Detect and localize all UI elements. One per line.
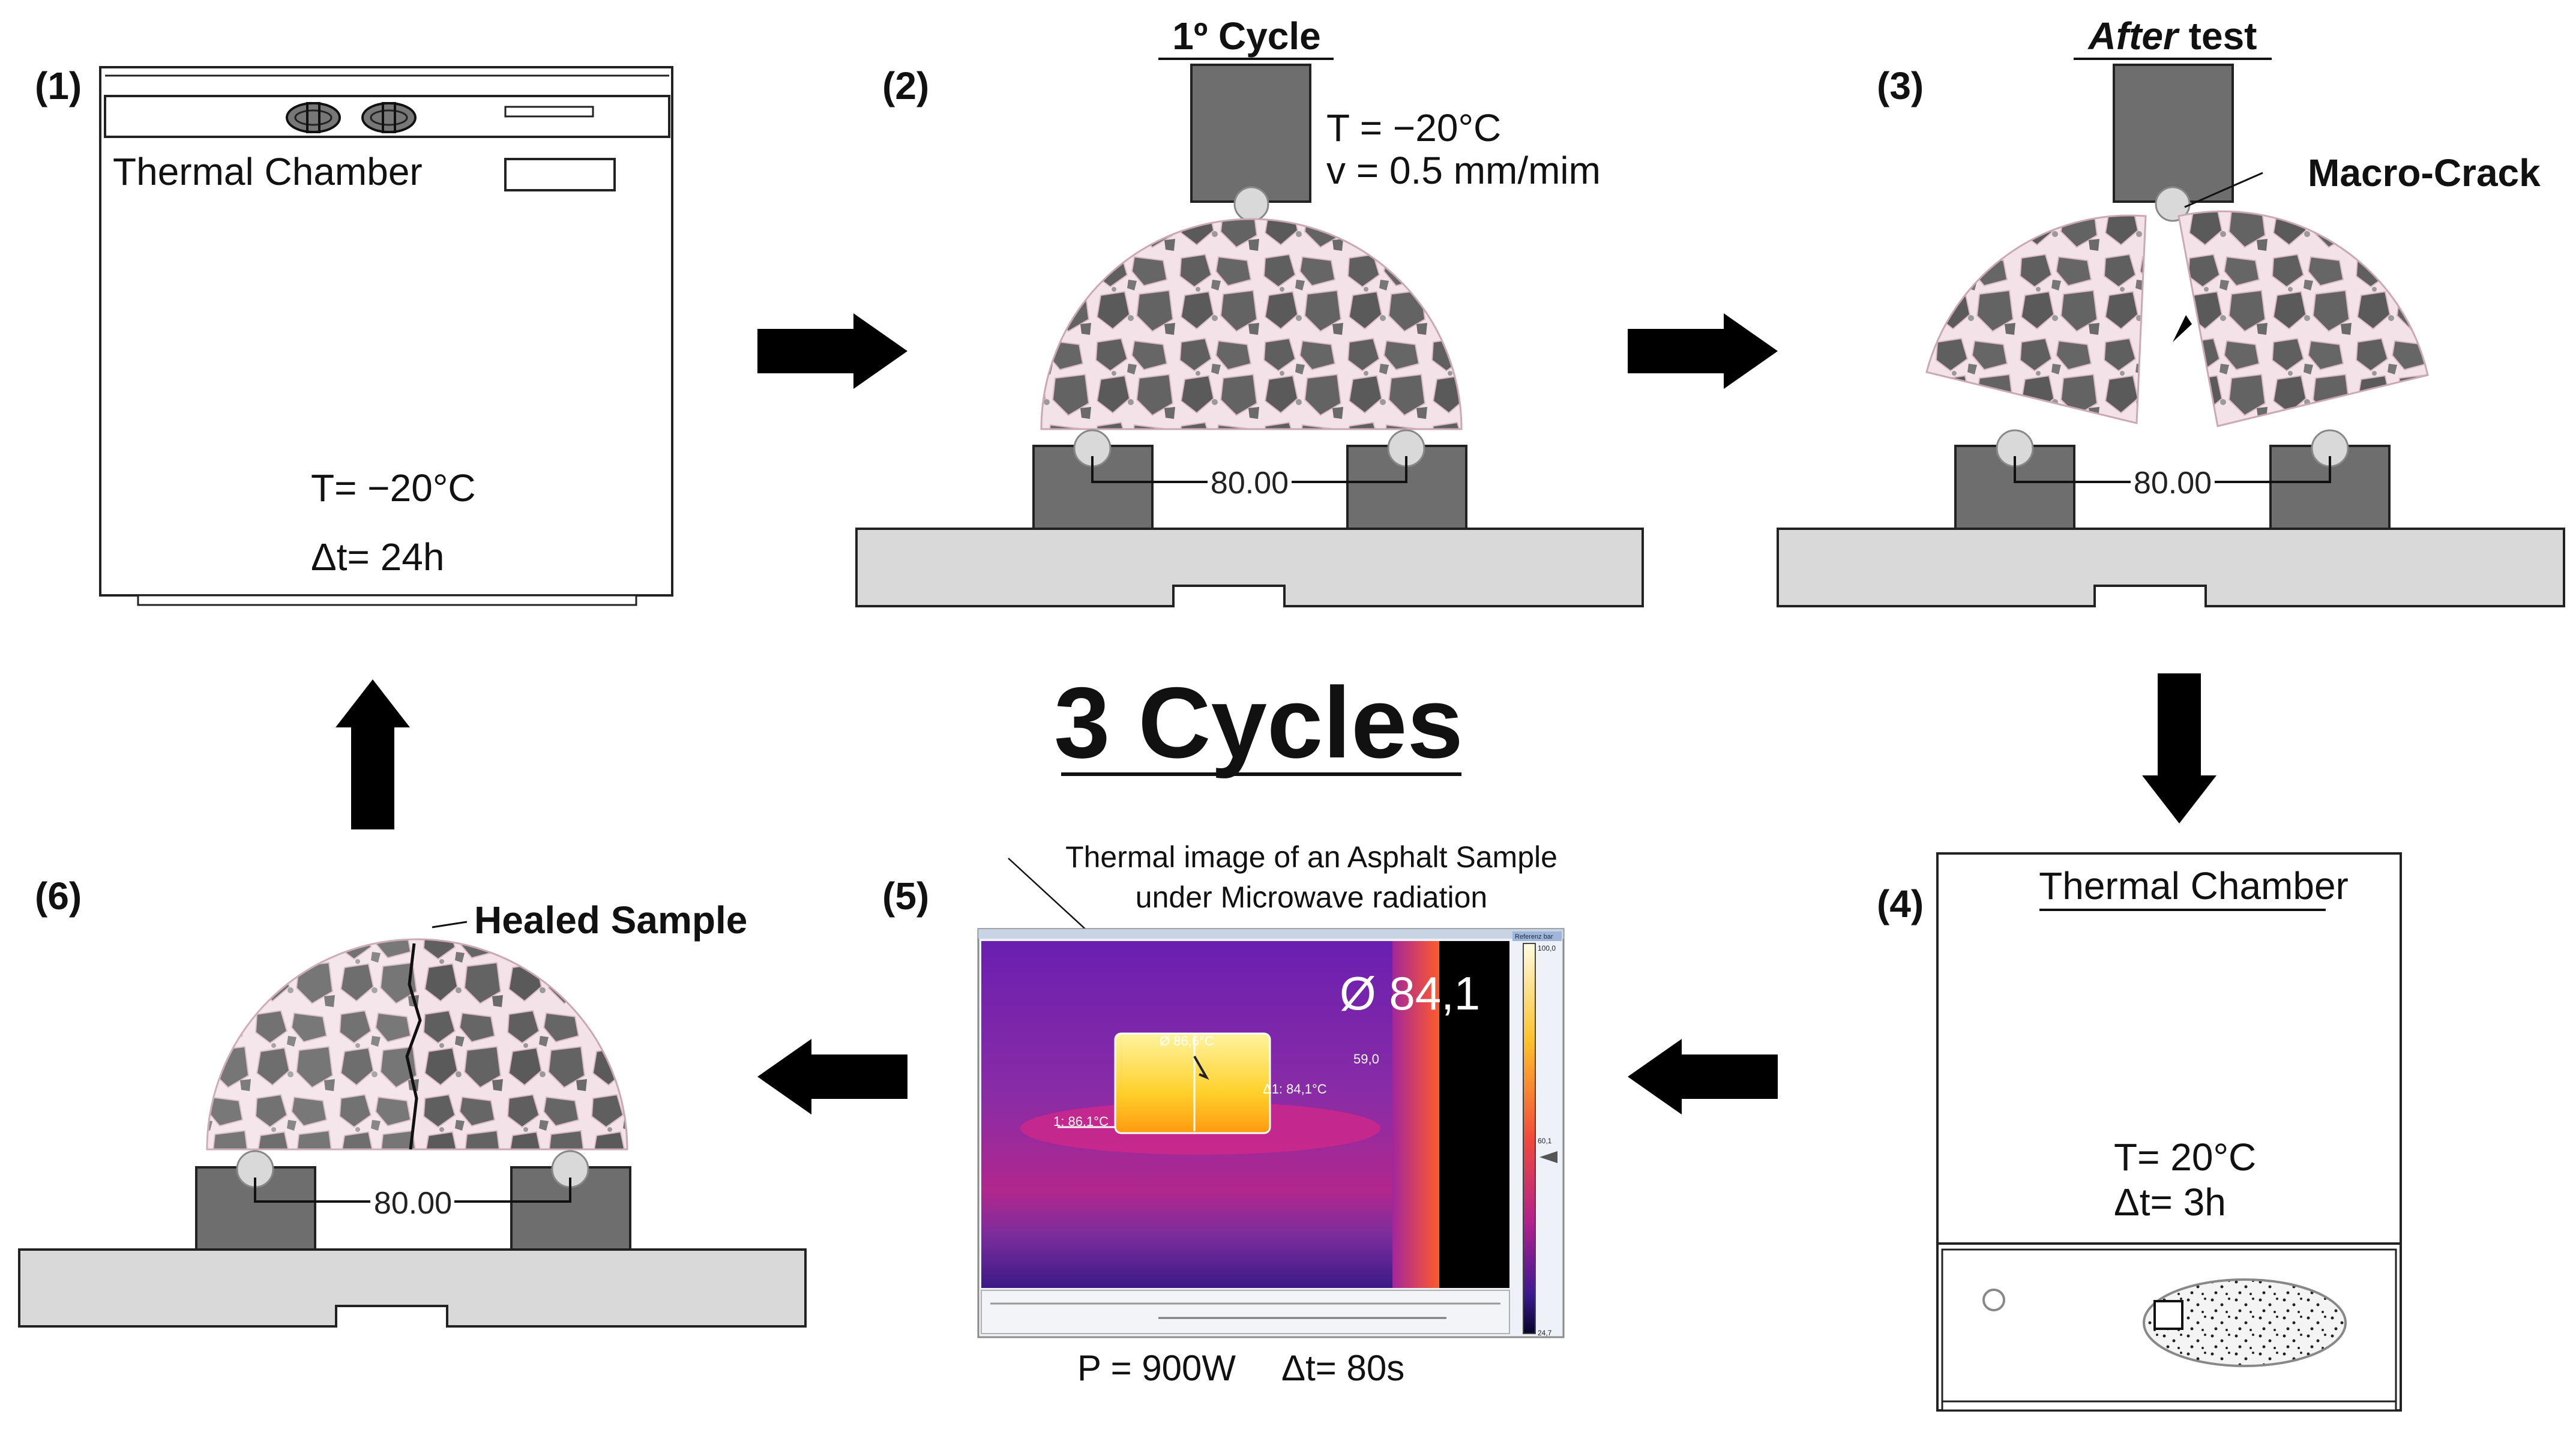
cycles-count-title: 3 Cycles: [1054, 666, 1463, 779]
step-3-span-dimension: 80.00: [2134, 466, 2212, 501]
step-6-span-dimension: 80.00: [374, 1186, 452, 1221]
arrow-up-icon: [336, 679, 410, 829]
power-knob-icon: [1982, 1289, 2005, 1311]
cycles-title: 3 Cycles: [1054, 666, 1463, 779]
thermal-caption-line1: Thermal image of an Asphalt Sample: [1065, 840, 1557, 874]
color-scale-max: 100,0: [1538, 944, 1556, 952]
thermal-max-readout: Ø 84,1: [1340, 967, 1480, 1020]
step-2-label: (2): [882, 64, 929, 107]
thermal-chamber-label: Thermal Chamber: [2039, 864, 2349, 907]
step-1-temperature: T= −20°C: [311, 466, 476, 510]
arrow-right-icon: [757, 313, 907, 389]
thermal-timeline-strip: [981, 1290, 1510, 1334]
arrow-left-icon: [757, 1039, 907, 1115]
crack-pointer: [2173, 315, 2192, 342]
color-scale-mid: 60,1: [1538, 1137, 1552, 1145]
step-4: (4) Thermal Chamber T= 20°C Δt= 3h: [1877, 852, 2402, 1412]
step-2-speed: v = 0.5 mm/mim: [1326, 149, 1601, 192]
step-3-label: (3): [1877, 64, 1924, 107]
step-4-temperature: T= 20°C: [2114, 1136, 2256, 1179]
step-5-label: (5): [882, 874, 929, 918]
thermal-spot-right: Δ1: 84,1°C: [1263, 1082, 1327, 1097]
thermal-spot-left: 1: 86,1°C: [1053, 1114, 1109, 1129]
thermal-spot-top: Ø 86,6°C: [1160, 1033, 1214, 1048]
thermal-chamber-foot: [137, 594, 637, 606]
color-scale-min: 24,7: [1538, 1329, 1552, 1337]
step-3-title: After test: [2087, 14, 2257, 58]
test-base-plate: [855, 528, 1644, 607]
test-base-plate: [1777, 528, 2565, 607]
arrow-left-icon: [1628, 1039, 1778, 1115]
step-1-label: (1): [35, 64, 82, 107]
chamber-switch-icon: [2153, 1300, 2183, 1330]
step-5: (5) Thermal image of an Asphalt Sample u…: [882, 840, 1565, 1388]
step-1: (1) Thermal Chamber T= −20°C Δt= 24h: [35, 64, 673, 606]
chamber-vent-grille: [2143, 1278, 2347, 1367]
step-2-span-dimension: 80.00: [1211, 466, 1289, 501]
thermal-caption-line2: under Microwave radiation: [1136, 880, 1487, 914]
microwave-power: P = 900W: [1077, 1348, 1236, 1388]
step-3: (3) After test Macro-Crack 80.00: [1777, 14, 2565, 607]
color-scale-bar: [1523, 943, 1536, 1334]
chamber-display-panel: [504, 158, 616, 191]
chamber-slot-indicator: [504, 106, 594, 118]
thermal-chamber-label: Thermal Chamber: [113, 150, 423, 193]
step-6-label: (6): [35, 874, 82, 918]
step-2: (2) 1º Cycle T = −20°C v = 0.5 mm/mim 80…: [855, 14, 1644, 607]
thermal-chamber-body: [99, 66, 673, 597]
sample-discs-icon: [286, 102, 417, 133]
heated-asphalt-sample: [1114, 1032, 1271, 1134]
thermal-spot-background: 59,0: [1353, 1051, 1379, 1066]
load-roller: [1233, 186, 1269, 222]
test-base-plate: [18, 1248, 807, 1328]
fractured-sample-right-half: [2177, 210, 2429, 427]
step-1-duration: Δt= 24h: [311, 535, 444, 579]
microwave-duration: Δt= 80s: [1281, 1348, 1404, 1388]
fractured-sample-left-half: [1925, 214, 2147, 424]
healed-crack-line: [405, 943, 422, 1150]
color-scale-header: [1512, 931, 1562, 941]
healed-asphalt-sample: [206, 938, 628, 1151]
step-4-label: (4): [1877, 882, 1924, 925]
step-6: (6) Healed Sample 80.00: [18, 874, 807, 1328]
step-4-duration: Δt= 3h: [2114, 1181, 2226, 1224]
macro-crack-label: Macro-Crack: [2308, 151, 2541, 194]
color-scale-header-text: Referenz bar: [1515, 933, 1553, 940]
scale-pointer-icon: [1539, 1151, 1557, 1163]
healed-sample-title: Healed Sample: [474, 898, 747, 942]
step-2-title: 1º Cycle: [1172, 14, 1321, 58]
arrow-down-icon: [2142, 673, 2216, 823]
support-block-left: [1954, 445, 2075, 530]
arrow-right-icon: [1628, 313, 1778, 389]
loading-piston: [2113, 64, 2234, 203]
semicircular-asphalt-sample: [1040, 218, 1463, 430]
loading-piston: [1190, 64, 1311, 203]
step-2-temperature: T = −20°C: [1326, 106, 1501, 149]
